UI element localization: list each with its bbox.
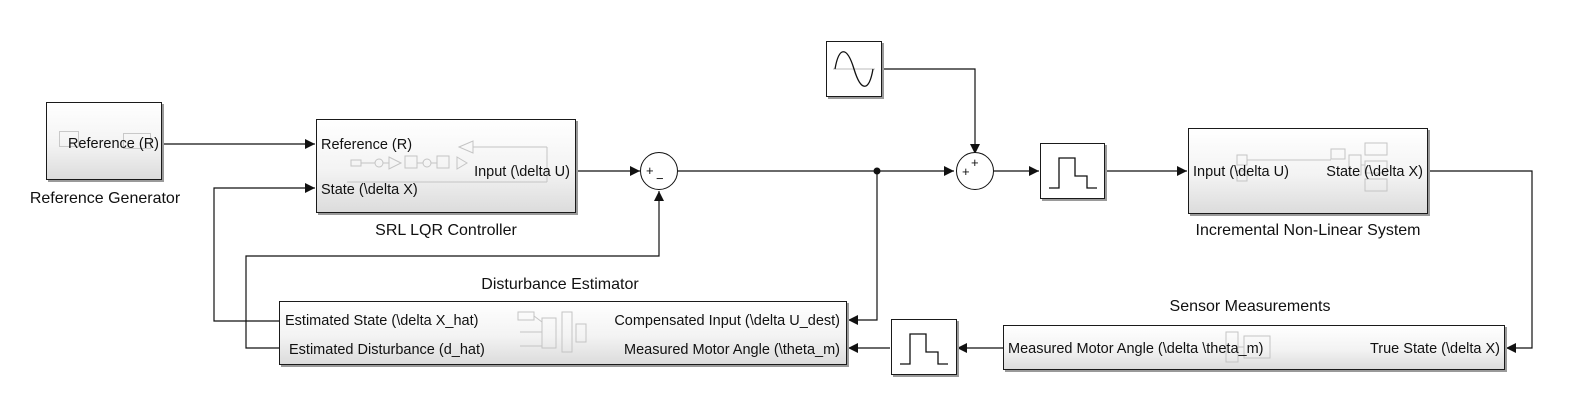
controller-reference-port: Reference (R) — [321, 137, 413, 153]
disturbance-estimator-caption: Disturbance Estimator — [481, 276, 639, 293]
sum-block-2[interactable]: + + — [956, 152, 994, 190]
zero-order-hold-icon — [1049, 157, 1097, 189]
sensor-output-port: Measured Motor Angle (\delta \theta_m) — [1008, 341, 1264, 357]
nonlinear-system-caption: Incremental Non-Linear System — [1195, 222, 1421, 239]
controller-internal-preview — [347, 140, 548, 183]
line-sine[interactable] — [882, 68, 980, 154]
measured-motor-angle-port: Measured Motor Angle (\theta_m) — [624, 342, 840, 358]
sum2-plus-sign-top: + — [971, 155, 979, 170]
estimator-internal-preview — [517, 311, 587, 353]
reference-generator-caption: Reference Generator — [29, 190, 181, 207]
nonlinear-system-block[interactable]: Input (\delta U) State (\delta X) — [1188, 128, 1428, 214]
sensor-input-port: True State (\delta X) — [1369, 341, 1500, 357]
sum1-plus-sign: + — [646, 163, 654, 178]
zero-order-hold-block-1[interactable] — [1040, 143, 1105, 199]
system-internal-preview — [1236, 142, 1388, 192]
sum-block-1[interactable]: + − — [640, 152, 678, 190]
controller-state-port: State (\delta X) — [321, 182, 418, 198]
branch-point — [873, 167, 881, 175]
line-system-sensor[interactable] — [1428, 170, 1533, 353]
system-input-port: Input (\delta U) — [1193, 164, 1289, 180]
sensor-internal-preview — [1225, 331, 1271, 363]
zero-order-hold-block-2[interactable] — [891, 319, 957, 375]
controller-block[interactable]: Reference (R) State (\delta X) Input (\d… — [316, 119, 576, 213]
system-output-port: State (\delta X) — [1326, 164, 1423, 180]
subsystem-preview — [59, 131, 79, 147]
sensor-measurements-block[interactable]: Measured Motor Angle (\delta \theta_m) T… — [1003, 325, 1505, 370]
controller-output-port: Input (\delta U) — [474, 164, 570, 180]
sine-wave-block[interactable] — [826, 41, 882, 97]
estimated-disturbance-port: Estimated Disturbance (d_hat) — [289, 342, 485, 358]
line-estimated-disturbance[interactable] — [245, 191, 664, 349]
subsystem-preview — [123, 133, 151, 149]
disturbance-estimator-block[interactable]: Estimated State (\delta X_hat) Estimated… — [279, 301, 847, 365]
sensor-measurements-caption: Sensor Measurements — [1169, 298, 1331, 315]
sum1-minus-sign: − — [656, 171, 664, 186]
sine-wave-icon — [833, 51, 875, 87]
line-branch-compensated[interactable] — [848, 171, 878, 325]
reference-generator-block[interactable]: Reference (R) — [46, 102, 162, 180]
zero-order-hold-icon — [900, 333, 948, 365]
sum2-plus-sign-left: + — [962, 164, 970, 179]
controller-caption: SRL LQR Controller — [375, 222, 517, 239]
compensated-input-port: Compensated Input (\delta U_dest) — [614, 313, 840, 329]
estimated-state-port: Estimated State (\delta X_hat) — [285, 313, 479, 329]
reference-generator-out-port: Reference (R) — [67, 136, 159, 152]
